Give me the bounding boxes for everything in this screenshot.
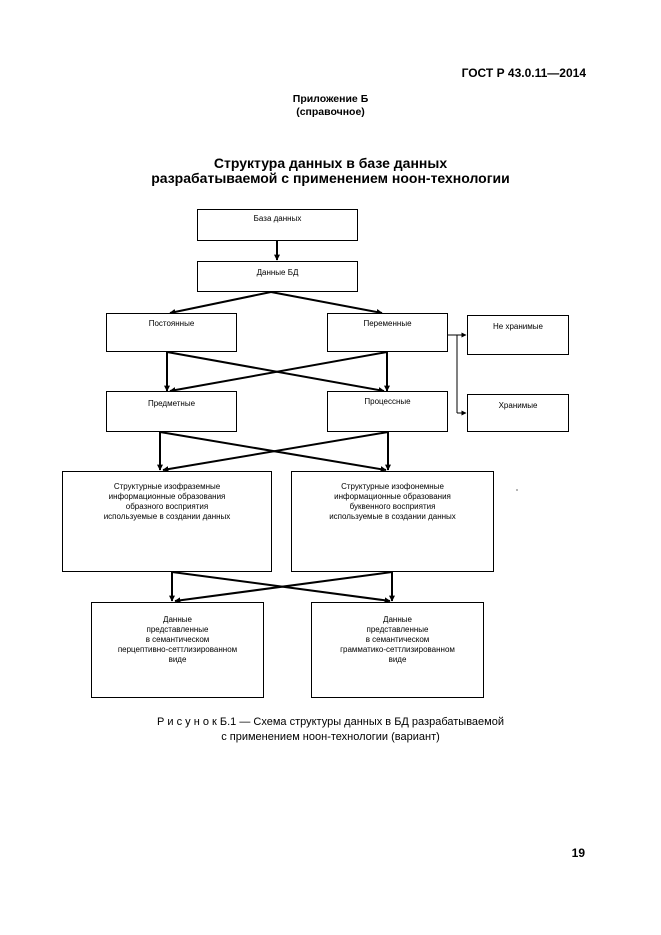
- phrasemic-line1: Структурные изофраземные: [113, 482, 221, 491]
- variable-label: Переменные: [363, 319, 412, 328]
- permanent-label: Постоянные: [148, 319, 195, 328]
- grammatical-line1: Данные: [383, 615, 412, 624]
- appendix-subtitle: (справочное): [296, 106, 365, 118]
- database-box: База данных: [197, 209, 358, 241]
- arrow-phonemic-to-perceptive: [174, 571, 393, 604]
- phonemic-line3: буквенного восприятия: [349, 502, 436, 511]
- process-box: Процессные: [327, 391, 448, 432]
- grammatical-line3: в семантическом: [365, 635, 430, 644]
- grammatical-box: Данные представленные в семантическом гр…: [311, 602, 484, 698]
- figure-title-line2: разрабатываемой с применением ноон-техно…: [151, 170, 510, 186]
- phrasemic-line2: информационные образования: [108, 492, 226, 501]
- perceptive-line1: Данные: [163, 615, 192, 624]
- arrow-process-to-phrasemic: [162, 431, 389, 473]
- perceptive-line5: виде: [168, 655, 187, 664]
- database-label: База данных: [253, 214, 302, 223]
- page-number: 19: [571, 846, 585, 860]
- perceptive-line4: перцептивно-сеттлизированном: [117, 645, 238, 654]
- phonemic-line1: Структурные изофонемные: [341, 482, 444, 491]
- process-label: Процессные: [364, 397, 411, 406]
- stored-label: Хранимые: [498, 401, 538, 410]
- not-stored-label: Не хранимые: [493, 322, 543, 331]
- variable-box: Переменные: [327, 313, 448, 352]
- figure-caption-line2: с применением ноон-технологии (вариант): [221, 731, 440, 743]
- grammatical-line2: представленные: [366, 625, 429, 634]
- phonemic-line4: используемые в создании данных: [329, 512, 456, 521]
- figure-title-line1: Структура данных в базе данных: [213, 155, 448, 171]
- perceptive-line3: в семантическом: [145, 635, 210, 644]
- arrow-variable-to-subject: [169, 351, 388, 393]
- not-stored-box: Не хранимые: [467, 315, 569, 355]
- perceptive-box: Данные представленные в семантическом пе…: [91, 602, 264, 698]
- figure-caption-line1: Р и с у н о к Б.1 — Схема структуры данн…: [157, 716, 504, 728]
- stored-box: Хранимые: [467, 394, 569, 432]
- standard-header: ГОСТ Р 43.0.11—2014: [461, 66, 586, 80]
- data-bd-box: Данные БД: [197, 261, 358, 292]
- subject-label: Предметные: [147, 399, 196, 408]
- phonemic-line2: информационные образования: [334, 492, 451, 501]
- arrow-data-to-variable: [270, 291, 383, 315]
- phrasemic-line3: образного восприятия: [125, 502, 209, 511]
- arrow-data-to-permanent: [169, 291, 272, 315]
- stray-dot: [516, 489, 518, 491]
- phrasemic-line4: используемые в создании данных: [103, 512, 231, 521]
- data-bd-label: Данные БД: [256, 268, 299, 277]
- subject-box: Предметные: [106, 391, 237, 432]
- appendix-title: Приложение Б: [292, 93, 369, 105]
- grammatical-line5: виде: [388, 655, 407, 664]
- perceptive-line2: представленные: [146, 625, 209, 634]
- phrasemic-box: Структурные изофраземные информационные …: [62, 471, 272, 572]
- permanent-box: Постоянные: [106, 313, 237, 352]
- phonemic-box: Структурные изофонемные информационные о…: [291, 471, 494, 572]
- grammatical-line4: грамматико-сеттлизированном: [340, 645, 455, 654]
